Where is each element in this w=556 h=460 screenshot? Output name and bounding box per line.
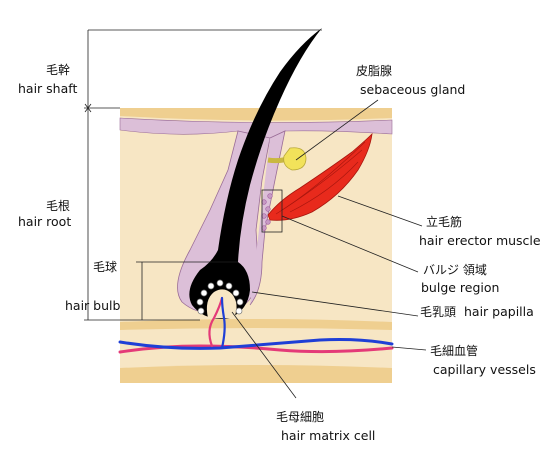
svg-text:hair matrix cell: hair matrix cell [281,428,375,443]
subcutis-band-2 [120,365,392,383]
epidermis-top-band [120,108,392,121]
label-capillary-vessels: 毛細血管 capillary vessels [430,343,536,377]
svg-text:hair bulb: hair bulb [65,298,120,313]
capillary-vessels [118,296,394,354]
sebaceous-gland [267,147,307,171]
label-bulge-region: バルジ 領域 bulge region [421,262,499,295]
svg-text:毛球: 毛球 [93,260,117,274]
svg-text:hair shaft: hair shaft [18,81,77,96]
muscle-fibers [275,141,366,215]
svg-text:hair papilla: hair papilla [464,304,534,319]
bulge-region-dots [261,193,273,231]
label-hair-erector-muscle: 立毛筋 hair erector muscle [419,214,541,248]
measurement-brackets [84,29,322,321]
leader-lines [231,99,427,399]
svg-text:毛母細胞: 毛母細胞 [276,410,324,424]
svg-text:毛幹: 毛幹 [46,62,70,77]
label-hair-matrix-cell: 毛母細胞 hair matrix cell [276,410,375,443]
label-hair-root: 毛根 hair root [18,199,71,229]
svg-text:hair erector muscle: hair erector muscle [419,233,541,248]
hair-shaft [189,28,322,319]
hair-erector-muscle [267,132,373,221]
svg-text:hair root: hair root [18,214,71,229]
label-sebaceous-gland: 皮脂腺 sebaceous gland [356,63,465,97]
svg-text:bulge region: bulge region [421,280,499,295]
svg-text:立毛筋: 立毛筋 [426,214,462,229]
label-hair-papilla: 毛乳頭 hair papilla [420,304,534,319]
svg-text:バルジ 領域: バルジ 領域 [423,262,487,277]
svg-text:毛根: 毛根 [46,199,70,213]
hair-matrix-cells [196,279,244,315]
svg-text:毛乳頭: 毛乳頭 [420,305,456,319]
subcutis-band-1 [120,319,392,330]
svg-text:毛細血管: 毛細血管 [430,343,478,358]
label-hair-bulb: 毛球 hair bulb [65,260,120,313]
label-hair-shaft: 毛幹 hair shaft [18,62,77,96]
svg-text:皮脂腺: 皮脂腺 [356,63,392,78]
svg-text:capillary vessels: capillary vessels [433,362,536,377]
svg-text:sebaceous gland: sebaceous gland [360,82,465,97]
